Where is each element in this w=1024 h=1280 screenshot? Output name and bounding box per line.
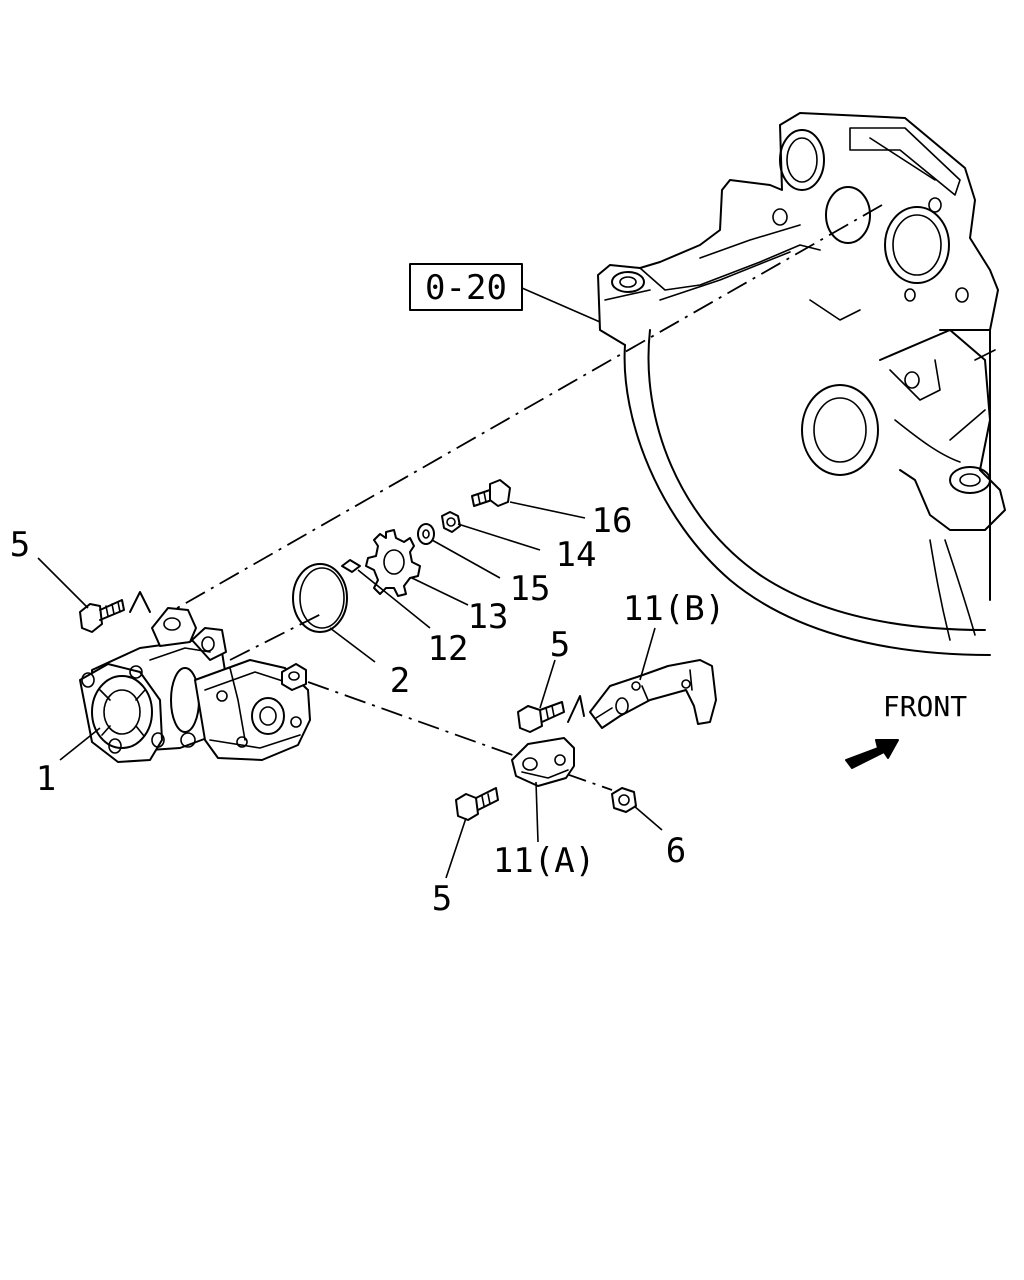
bolt-1-indicator: [129, 591, 151, 613]
callout-1: 1: [36, 759, 56, 799]
bolt-indicator-middle: [567, 695, 585, 723]
callout-15: 15: [510, 569, 551, 609]
callout-5-upper: 5: [10, 525, 30, 565]
gear-nut: [441, 511, 461, 533]
callout-5-lower: 5: [432, 879, 452, 919]
callout-11b: 11(B): [623, 589, 725, 629]
bolt-5-lower: [455, 787, 499, 821]
callout-16: 16: [592, 501, 633, 541]
flange-nut: [611, 787, 637, 813]
reference-box-label: 0-20: [425, 268, 507, 308]
leader-lines: [37, 501, 663, 879]
drive-gear: [365, 529, 421, 597]
callout-5-middle: 5: [550, 625, 570, 665]
bracket-a: [511, 737, 575, 787]
bolt-16: [471, 479, 511, 507]
callout-2: 2: [390, 661, 410, 701]
pump-assembly: [79, 607, 311, 763]
o-ring: [292, 563, 348, 633]
washer: [417, 523, 435, 545]
bracket-b: [589, 659, 717, 729]
front-arrow-icon: [845, 739, 899, 769]
front-label: FRONT: [883, 690, 967, 723]
woodruff-key: [341, 559, 361, 573]
flywheel-housing: [597, 112, 1006, 656]
callout-14: 14: [556, 535, 597, 575]
front-indicator: FRONT: [845, 690, 967, 769]
bolt-5-upper: [79, 599, 125, 633]
callout-11a: 11(A): [493, 841, 595, 881]
bolt-5-middle: [517, 701, 565, 733]
reference-box: 0-20: [409, 263, 601, 323]
callout-labels: 5 1 2 12 13 15 14 16 11(B) 5 11(A) 6 5: [10, 501, 725, 919]
callout-6: 6: [666, 831, 686, 871]
callout-12: 12: [428, 629, 469, 669]
callout-13: 13: [468, 597, 509, 637]
